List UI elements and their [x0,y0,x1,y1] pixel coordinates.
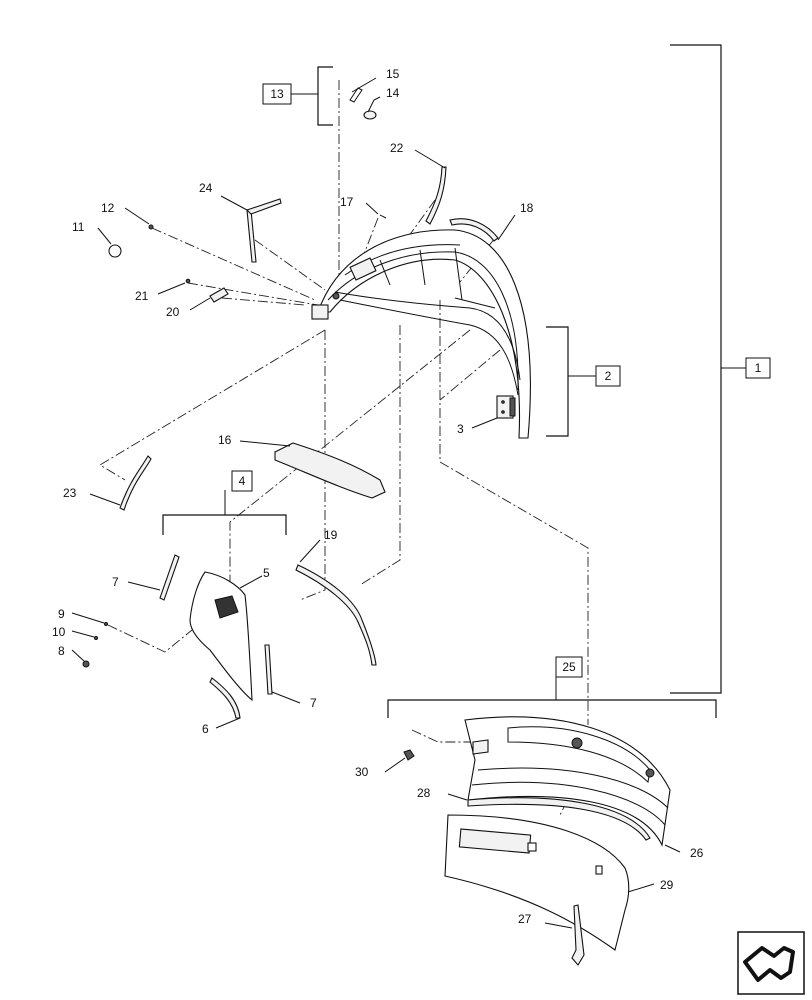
strip-part-6 [209,677,241,729]
callout-7-left: 7 [112,575,119,589]
callout-27: 27 [518,912,532,926]
callout-15: 15 [386,67,400,81]
callout-25: 25 [562,660,576,674]
callout-26: 26 [690,846,704,860]
callout-22: 22 [390,141,404,155]
callout-box-2: 2 [595,365,621,387]
strip-part-24 [220,195,282,263]
strip-part-27 [544,904,585,966]
callout-18: 18 [520,201,534,215]
strip-part-23 [89,455,152,511]
seal-part-28 [447,793,651,841]
assembly-bracket-2 [546,326,596,437]
cap-part-11 [97,227,122,258]
callout-box-4: 4 [231,470,253,492]
washer-part-10 [71,630,98,640]
callout-5: 5 [263,566,270,580]
assembly-bracket-13 [291,66,333,126]
seal-part-18 [449,214,516,242]
callout-12: 12 [101,201,115,215]
callout-13: 13 [270,87,284,101]
panel-part-16 [239,440,386,499]
assembly-bracket-25 [387,676,717,718]
callout-29: 29 [660,878,674,892]
nut-part-30 [384,749,415,773]
callout-10: 10 [52,625,66,639]
callout-1: 1 [755,361,762,375]
callout-3: 3 [457,422,464,436]
strip-part-7-left [127,554,180,601]
callout-19: 19 [324,528,338,542]
view-direction-arrow-icon [737,931,805,995]
callout-box-25: 25 [555,656,583,678]
callout-6: 6 [202,722,209,736]
callout-17: 17 [340,195,354,209]
callout-11: 11 [72,220,85,234]
callout-4: 4 [239,474,246,488]
callout-24: 24 [199,181,213,195]
strip-part-19 [295,539,377,666]
strip-part-22 [414,149,447,225]
callout-20: 20 [166,305,180,319]
hinge-part [471,395,516,429]
clip-part-14 [363,96,381,120]
callout-8: 8 [58,644,65,658]
nut-part-8 [71,649,90,668]
callout-box-1: 1 [745,357,771,379]
assembly-bracket-4 [162,490,287,535]
clip-part-20 [189,287,229,311]
pin-part-12 [124,207,154,230]
panel-part-5 [189,571,263,702]
callout-21: 21 [135,289,149,303]
callout-23: 23 [63,486,77,500]
callout-30: 30 [355,765,369,779]
retainer-part-17 [365,202,387,219]
fender-extension-part-26 [464,716,681,853]
callout-2: 2 [605,369,612,383]
strip-part-7-right [264,644,301,704]
screw-part-21 [157,278,191,295]
bolt-part-15 [349,77,377,103]
callout-box-13: 13 [262,83,292,105]
callout-14: 14 [386,86,400,100]
panel-part-29 [444,814,655,951]
callout-7-right: 7 [310,696,317,710]
assembly-bracket-1 [670,44,746,694]
callout-9: 9 [58,607,65,621]
callout-28: 28 [417,786,431,800]
main-fender-assembly [311,229,531,439]
callout-16: 16 [218,433,232,447]
fastener-part-9 [71,612,108,626]
